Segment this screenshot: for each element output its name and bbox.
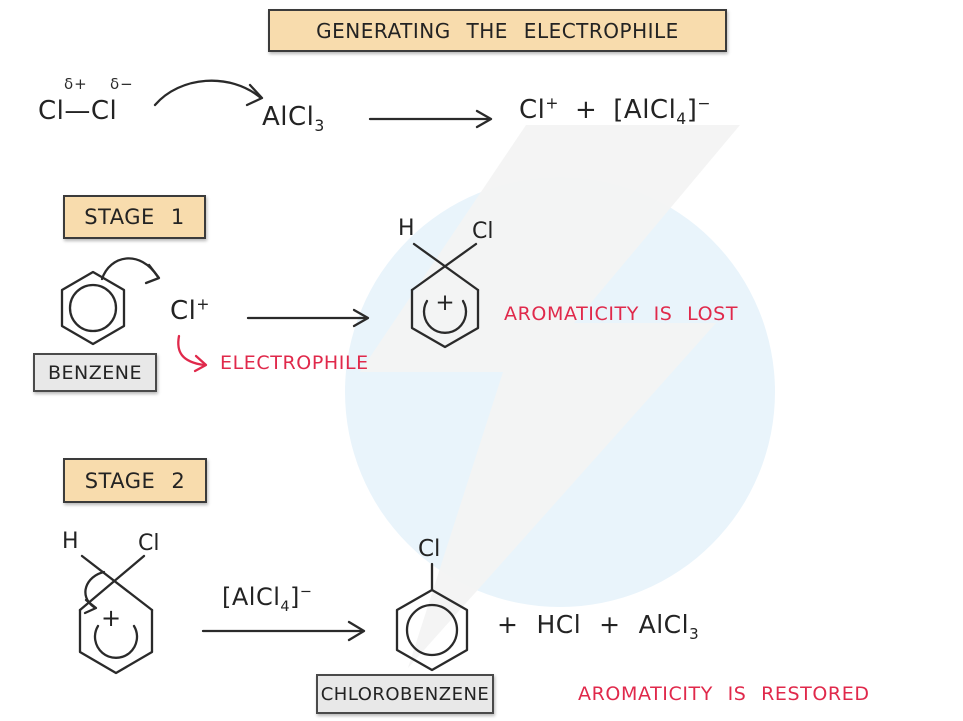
curved-arrow-cl2-to-alcl3 xyxy=(153,79,264,107)
bond-to-h xyxy=(412,242,480,292)
stage2-intermediate-structure: H Cl + xyxy=(62,529,159,675)
partial-delocalisation-arc xyxy=(422,299,468,334)
stage2-reagent-formula: [AlCl4]− xyxy=(222,583,313,615)
aromaticity-restored-note: AROMATICITY IS RESTORED xyxy=(578,683,870,705)
bond-to-h xyxy=(80,554,154,612)
aromatic-circle xyxy=(405,603,459,657)
lightning-bolt-icon xyxy=(360,125,740,668)
alcl3-formula: AlCl3 xyxy=(638,610,700,643)
page-title: GENERATING THE ELECTROPHILE xyxy=(316,18,679,43)
chlorobenzene-structure: Cl xyxy=(395,536,469,672)
benzene-ring xyxy=(395,588,469,672)
hcl-formula: HCl xyxy=(536,610,582,639)
chlorobenzene-label: CHLOROBENZENE xyxy=(320,683,490,705)
reaction-arrow-stage2 xyxy=(201,620,366,642)
plus-sign: + xyxy=(599,610,621,639)
plus-sign: + xyxy=(574,95,598,125)
hydrogen-label: H xyxy=(62,529,79,554)
hydrogen-label: H xyxy=(398,216,415,241)
reaction-arrow-stage1 xyxy=(246,308,370,328)
red-arrow-to-electrophile-label xyxy=(177,334,208,373)
electrophile-label: ELECTROPHILE xyxy=(220,352,369,374)
reaction-arrow-generation xyxy=(368,109,493,129)
stage1-label: STAGE 1 xyxy=(84,205,185,229)
title-box: GENERATING THE ELECTROPHILE xyxy=(268,9,727,52)
plus-sign: + xyxy=(497,610,519,639)
chlorobenzene-label-box: CHLOROBENZENE xyxy=(316,674,494,714)
stage2-label: STAGE 2 xyxy=(84,468,186,493)
benzene-label-box: BENZENE xyxy=(33,353,157,392)
catalyst-formula: AlCl3 xyxy=(262,102,325,136)
chlorine-label: Cl xyxy=(138,531,159,556)
generation-products: Cl+ + [AlCl4]− xyxy=(519,94,711,129)
chlorine-label: Cl xyxy=(418,536,440,562)
intermediate-ring xyxy=(78,608,154,675)
chlorine-molecule-formula: Cl—Cl xyxy=(38,96,118,126)
tetrachloroaluminate-formula: [AlCl4]− xyxy=(613,94,711,129)
stage1-intermediate-structure: H Cl + xyxy=(398,216,493,349)
chlorine-label: Cl xyxy=(472,219,493,244)
curved-arrow-benzene-to-electrophile xyxy=(100,257,161,285)
benzene-aromatic-circle xyxy=(68,283,118,333)
delta-plus-label: δ+ xyxy=(64,75,88,93)
benzene-structure xyxy=(60,270,126,346)
aromaticity-lost-note: AROMATICITY IS LOST xyxy=(504,303,739,325)
stage2-byproducts: + HCl + AlCl3 xyxy=(497,610,700,643)
intermediate-ring xyxy=(410,288,480,349)
chloronium-formula: Cl+ xyxy=(519,94,559,125)
stage2-box: STAGE 2 xyxy=(63,458,207,503)
delta-minus-label: δ− xyxy=(110,75,134,93)
stage1-electrophile-formula: Cl+ xyxy=(170,295,210,326)
bond-to-cl xyxy=(410,242,478,292)
curly-arrow-head xyxy=(83,598,98,615)
benzene-label: BENZENE xyxy=(48,361,142,384)
stage1-box: STAGE 1 xyxy=(63,195,206,239)
positive-charge: + xyxy=(435,290,454,316)
bond-to-cl xyxy=(78,554,146,612)
benzene-ring xyxy=(60,270,126,346)
partial-delocalisation-arc xyxy=(93,624,139,659)
positive-charge: + xyxy=(101,604,121,632)
